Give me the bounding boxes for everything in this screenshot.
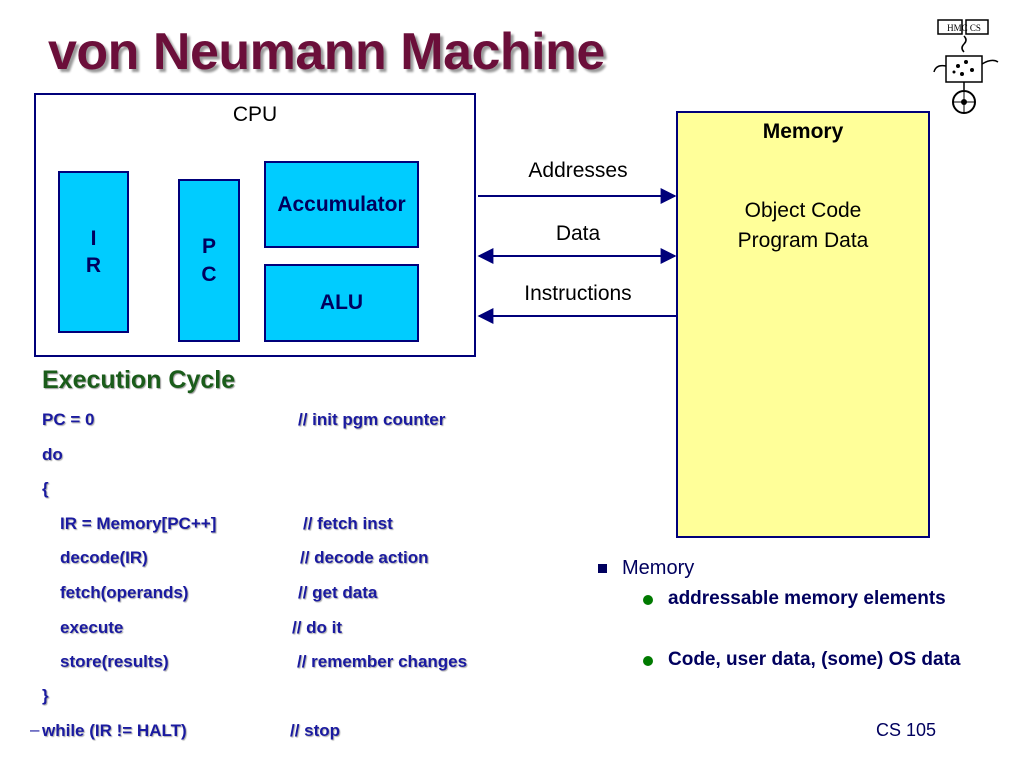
code-comment: // do it (292, 618, 343, 637)
bus-label-instructions: Instructions (524, 282, 632, 305)
code-line: { (42, 479, 49, 498)
pc-label: P C (201, 235, 217, 286)
round-bullet-icon (643, 656, 653, 666)
cpu-box (34, 93, 476, 357)
code-comment: // decode action (300, 548, 429, 567)
alu-label: ALU (319, 291, 364, 314)
dash-marker: – (30, 720, 40, 739)
memory-title: Memory (762, 120, 844, 143)
accumulator-label: Accumulator (277, 192, 406, 216)
alu-unit: ALU (264, 264, 419, 342)
memory-box (676, 111, 930, 538)
square-bullet-icon (598, 564, 607, 573)
code-line: store(results) (60, 652, 169, 671)
code-line: fetch(operands) (60, 583, 189, 602)
footer-course: CS 105 (876, 720, 937, 740)
execution-cycle-title: Execution Cycle (42, 366, 236, 394)
bullet-addressable: addressable memory elements (668, 588, 946, 609)
cpu-label: CPU (232, 103, 278, 126)
code-line: execute (60, 618, 124, 637)
code-line: decode(IR) (60, 548, 148, 567)
code-line: PC = 0 (42, 410, 95, 429)
memory-line-program-data: Program Data (737, 229, 869, 252)
slide-title: von Neumann Machine (48, 23, 605, 81)
hmc-cs-logo: HMC CS (933, 19, 999, 114)
code-comment: // get data (298, 583, 378, 602)
memory-line-object-code: Object Code (744, 199, 862, 222)
logo-text: HMC CS (947, 23, 981, 33)
ir-register: I R (58, 171, 129, 333)
pc-register: P C (178, 179, 240, 342)
code-comment: // stop (290, 721, 341, 740)
code-line: while (IR != HALT) (42, 721, 187, 740)
ir-label: I R (85, 226, 102, 277)
code-line: } (42, 686, 49, 705)
memory-content: Object Code Program Data (676, 196, 930, 256)
bus-label-addresses: Addresses (528, 159, 628, 182)
code-line: IR = Memory[PC++] (60, 514, 217, 533)
code-comment: // init pgm counter (298, 410, 446, 429)
code-line: do (42, 445, 63, 464)
accumulator-register: Accumulator (264, 161, 419, 248)
bullet-code-data: Code, user data, (some) OS data (668, 649, 961, 670)
bullet-memory: Memory (622, 557, 695, 579)
code-comment: // remember changes (297, 652, 468, 671)
bus-label-data: Data (555, 222, 601, 245)
code-comment: // fetch inst (303, 514, 393, 533)
round-bullet-icon (643, 595, 653, 605)
